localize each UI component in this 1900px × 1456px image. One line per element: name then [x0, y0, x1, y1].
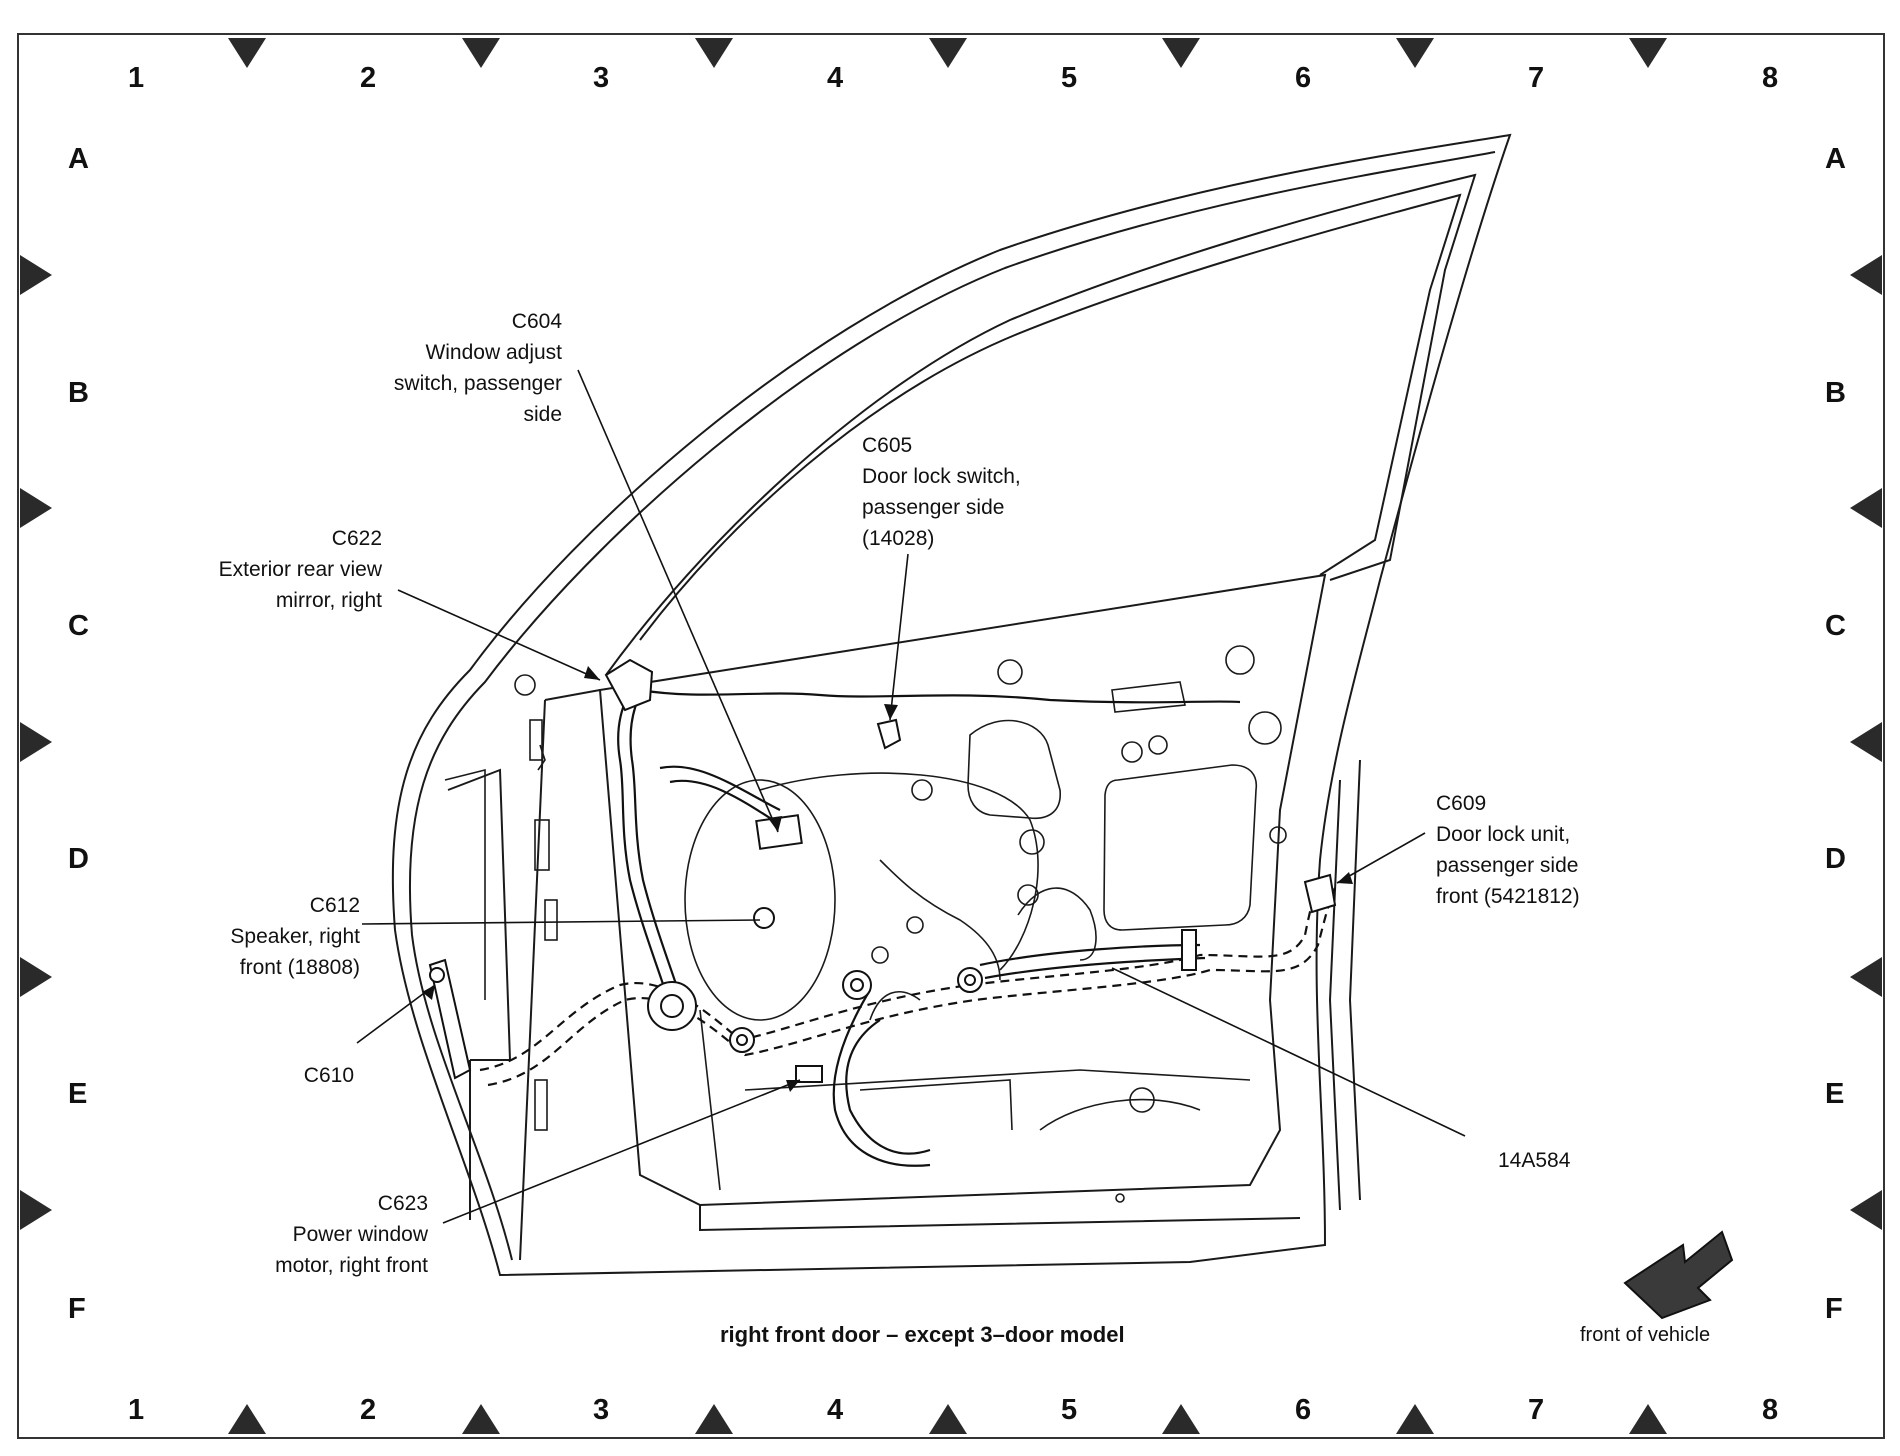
top-grid-markers	[228, 38, 1667, 68]
callout-c623-line2: motor, right front	[275, 1254, 428, 1277]
grid-row-e-left: E	[68, 1078, 88, 1110]
left-grid-markers	[20, 255, 52, 1230]
grid-row-c-right: C	[1825, 610, 1846, 642]
callout-c605-line2: passenger side	[862, 496, 1005, 519]
callout-c610-id: C610	[303, 1064, 354, 1087]
grid-col-5-top: 5	[1061, 62, 1078, 94]
callout-c609-line1: Door lock unit,	[1436, 823, 1571, 846]
grid-col-2-top: 2	[360, 62, 377, 94]
callout-c612-line2: front (18808)	[239, 956, 360, 979]
callout-c605-line3: (14028)	[862, 527, 935, 550]
callout-c612: C612 Speaker, right front (18808)	[230, 890, 360, 983]
grid-col-3-bottom: 3	[593, 1394, 610, 1426]
callout-c605: C605 Door lock switch, passenger side (1…	[862, 430, 1021, 554]
grid-col-4-bottom: 4	[827, 1394, 844, 1426]
grid-col-6-top: 6	[1295, 62, 1312, 94]
grid-col-8-top: 8	[1762, 62, 1779, 94]
grid-col-1-top: 1	[128, 62, 145, 94]
grid-col-7-top: 7	[1528, 62, 1545, 94]
grid-col-2-bottom: 2	[360, 1394, 377, 1426]
grid-row-b-right: B	[1825, 377, 1846, 409]
grid-row-d-left: D	[68, 843, 89, 875]
callout-c622-id: C622	[331, 527, 382, 550]
grid-row-a-left: A	[68, 143, 89, 175]
grid-row-d-right: D	[1825, 843, 1846, 875]
callout-c609: C609 Door lock unit, passenger side fron…	[1436, 788, 1580, 912]
inner-panel-details	[444, 645, 1287, 1203]
grid-col-4-top: 4	[827, 62, 844, 94]
grid-row-c-left: C	[68, 610, 89, 642]
callout-c604: C604 Window adjust switch, passenger sid…	[394, 306, 562, 430]
harness-solid	[617, 677, 1241, 1167]
grid-row-a-right: A	[1825, 143, 1846, 175]
sheet-border	[17, 33, 1885, 1439]
callout-c604-id: C604	[511, 310, 562, 333]
callout-c609-line2: passenger side	[1436, 854, 1579, 877]
grid-col-5-bottom: 5	[1061, 1394, 1078, 1426]
grid-row-e-right: E	[1825, 1078, 1845, 1110]
grid-row-f-right: F	[1825, 1293, 1843, 1325]
callout-c604-line3: side	[523, 403, 562, 426]
callout-c604-line2: switch, passenger	[393, 372, 562, 395]
callout-harness-14a584: 14A584	[1498, 1145, 1570, 1176]
callout-c622: C622 Exterior rear view mirror, right	[219, 523, 382, 616]
callout-c605-line1: Door lock switch,	[862, 465, 1021, 488]
callout-c604-line1: Window adjust	[425, 341, 562, 364]
grid-col-7-bottom: 7	[1528, 1394, 1545, 1426]
harness-dashed	[479, 879, 1336, 1087]
callout-c612-line1: Speaker, right	[230, 925, 360, 948]
right-grid-markers	[1850, 255, 1882, 1230]
leader-lines	[356, 369, 1466, 1224]
callout-c610: C610	[304, 1060, 354, 1091]
front-of-vehicle-arrow-icon	[1623, 1230, 1734, 1320]
callout-c609-line3: front (5421812)	[1436, 885, 1580, 908]
diagram-caption: right front door – except 3–door model	[720, 1322, 1125, 1347]
grid-col-8-bottom: 8	[1762, 1394, 1779, 1426]
callout-c605-id: C605	[862, 434, 913, 457]
callout-c623-line1: Power window	[292, 1223, 428, 1246]
grid-col-6-bottom: 6	[1295, 1394, 1312, 1426]
callout-c623-id: C623	[377, 1192, 428, 1215]
door-outline	[391, 133, 1512, 1277]
grid-row-f-left: F	[68, 1293, 86, 1325]
callout-harness-id: 14A584	[1498, 1149, 1571, 1172]
grid-row-b-left: B	[68, 377, 89, 409]
leader-arrowheads	[422, 666, 1353, 1092]
callout-c622-line2: mirror, right	[275, 589, 382, 612]
bottom-grid-markers	[228, 1404, 1667, 1434]
callout-c612-id: C612	[309, 894, 360, 917]
callout-c622-line1: Exterior rear view	[218, 558, 382, 581]
grid-col-1-bottom: 1	[128, 1394, 145, 1426]
grid-col-3-top: 3	[593, 62, 610, 94]
callout-c623: C623 Power window motor, right front	[275, 1188, 428, 1281]
front-of-vehicle-label: front of vehicle	[1580, 1324, 1711, 1346]
connectors	[428, 658, 1337, 1083]
callout-c609-id: C609	[1436, 792, 1487, 815]
